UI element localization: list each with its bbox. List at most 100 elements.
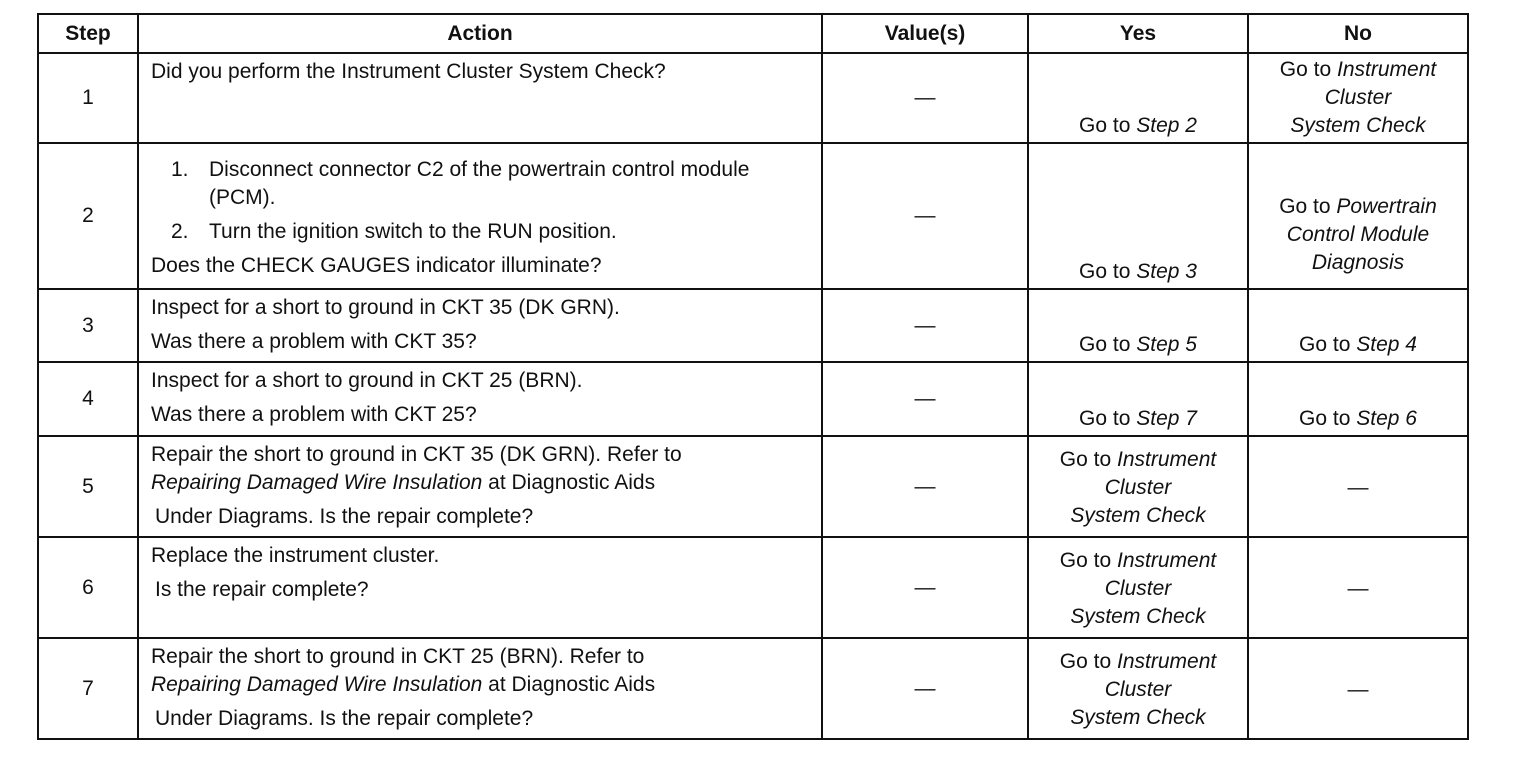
action-cell: Inspect for a short to ground in CKT 25 … <box>137 361 823 437</box>
no-prefix: Go to <box>1279 58 1332 81</box>
reference-title: Repairing Damaged Wire Insulation <box>151 673 483 696</box>
no-ref: Instrument <box>1337 58 1437 81</box>
action-text: Replace the instrument cluster. <box>151 544 440 567</box>
reference-tail: at Diagnostic Aids <box>482 471 656 494</box>
yes-ref-line2: Cluster <box>1104 576 1172 600</box>
step-number: 3 <box>37 288 139 363</box>
yes-prefix: Go to <box>1079 260 1131 283</box>
no-ref: Step 6 <box>1356 407 1417 430</box>
no-cell: Go to Step 6 <box>1247 361 1469 437</box>
no-cell: Go to Instrument Cluster System Check <box>1247 52 1469 144</box>
action-cell: Repair the short to ground in CKT 25 (BR… <box>137 637 823 740</box>
action-text: Inspect for a short to ground in CKT 25 … <box>151 369 583 392</box>
value-cell: — <box>821 637 1029 740</box>
yes-cell: Go to Step 5 <box>1027 288 1249 363</box>
reference-title: Repairing Damaged Wire Insulation <box>151 471 483 494</box>
yes-ref-line3: System Check <box>1070 705 1206 729</box>
step-number: 2 <box>37 142 139 290</box>
yes-ref: Step 5 <box>1136 333 1197 356</box>
action-cell: Did you perform the Instrument Cluster S… <box>137 52 823 144</box>
yes-ref-line3: System Check <box>1070 503 1206 527</box>
action-text-ref: Repairing Damaged Wire Insulation at Dia… <box>151 469 813 497</box>
diagnostic-table: Step Action Value(s) Yes No 1 Did you pe… <box>37 13 1469 740</box>
step-number: 1 <box>37 52 139 144</box>
no-ref-line3: System Check <box>1290 114 1426 137</box>
yes-prefix: Go to <box>1079 407 1131 430</box>
action-cell: Repair the short to ground in CKT 35 (DK… <box>137 435 823 538</box>
yes-cell: Go to Instrument Cluster System Check <box>1027 536 1249 639</box>
yes-prefix: Go to <box>1059 649 1112 673</box>
yes-prefix: Go to <box>1059 447 1112 471</box>
action-cell: Inspect for a short to ground in CKT 35 … <box>137 288 823 363</box>
yes-ref: Instrument <box>1117 548 1217 572</box>
header-action: Action <box>137 13 823 54</box>
reference-tail: at Diagnostic Aids <box>482 673 656 696</box>
action-cell: Replace the instrument cluster. Is the r… <box>137 536 823 639</box>
value-cell: — <box>821 288 1029 363</box>
list-number: 1. <box>171 158 189 181</box>
no-ref-line2: Cluster <box>1324 86 1392 109</box>
value-cell: — <box>821 361 1029 437</box>
header-row: Step Action Value(s) Yes No <box>37 13 1469 54</box>
list-text: Turn the ignition switch to the RUN posi… <box>209 220 617 243</box>
action-question: Is the repair complete? <box>155 578 369 601</box>
header-step: Step <box>37 13 139 54</box>
list-text: Disconnect connector C2 of the powertrai… <box>209 158 750 209</box>
header-yes: Yes <box>1027 13 1249 54</box>
action-text-ref: Repairing Damaged Wire Insulation at Dia… <box>151 671 813 699</box>
list-item: 1. Disconnect connector C2 of the powert… <box>151 156 813 212</box>
yes-ref: Instrument <box>1117 649 1217 673</box>
no-prefix: Go to <box>1279 195 1331 218</box>
table-row: 4 Inspect for a short to ground in CKT 2… <box>37 361 1469 437</box>
no-prefix: Go to <box>1299 333 1351 356</box>
yes-cell: Go to Step 2 <box>1027 52 1249 144</box>
table-row: 6 Replace the instrument cluster. Is the… <box>37 536 1469 639</box>
list-item: 2. Turn the ignition switch to the RUN p… <box>151 218 813 246</box>
no-cell: Go to Powertrain Control Module Diagnosi… <box>1247 142 1469 290</box>
no-prefix: Go to <box>1299 407 1351 430</box>
action-question: Does the CHECK GAUGES indicator illumina… <box>151 254 602 277</box>
yes-ref-line2: Cluster <box>1104 677 1172 701</box>
yes-ref: Step 2 <box>1136 114 1197 137</box>
yes-ref: Step 3 <box>1136 260 1197 283</box>
action-question: Under Diagrams. Is the repair complete? <box>155 505 534 528</box>
yes-prefix: Go to <box>1059 548 1112 572</box>
table-row: 7 Repair the short to ground in CKT 25 (… <box>37 637 1469 740</box>
action-question: Under Diagrams. Is the repair complete? <box>155 707 534 730</box>
no-cell: — <box>1247 637 1469 740</box>
value-cell: — <box>821 52 1029 144</box>
no-cell: Go to Step 4 <box>1247 288 1469 363</box>
yes-prefix: Go to <box>1079 333 1131 356</box>
header-no: No <box>1247 13 1469 54</box>
no-ref: Step 4 <box>1356 333 1417 356</box>
table-row: 5 Repair the short to ground in CKT 35 (… <box>37 435 1469 538</box>
no-cell: — <box>1247 536 1469 639</box>
step-number: 7 <box>37 637 139 740</box>
action-question: Was there a problem with CKT 35? <box>151 330 477 353</box>
table-row: 3 Inspect for a short to ground in CKT 3… <box>37 288 1469 363</box>
yes-ref-line3: System Check <box>1070 604 1206 628</box>
step-number: 6 <box>37 536 139 639</box>
value-cell: — <box>821 142 1029 290</box>
yes-ref: Instrument <box>1117 447 1217 471</box>
header-values: Value(s) <box>821 13 1029 54</box>
yes-cell: Go to Step 7 <box>1027 361 1249 437</box>
step-number: 4 <box>37 361 139 437</box>
action-text: Did you perform the Instrument Cluster S… <box>151 60 666 83</box>
value-cell: — <box>821 435 1029 538</box>
action-question: Was there a problem with CKT 25? <box>151 403 477 426</box>
yes-cell: Go to Instrument Cluster System Check <box>1027 637 1249 740</box>
yes-ref: Step 7 <box>1136 407 1197 430</box>
yes-cell: Go to Step 3 <box>1027 142 1249 290</box>
yes-prefix: Go to <box>1079 114 1131 137</box>
table-row: 1 Did you perform the Instrument Cluster… <box>37 52 1469 144</box>
action-text: Repair the short to ground in CKT 25 (BR… <box>151 645 645 668</box>
step-number: 5 <box>37 435 139 538</box>
action-text: Inspect for a short to ground in CKT 35 … <box>151 296 620 319</box>
action-cell: 1. Disconnect connector C2 of the powert… <box>137 142 823 290</box>
no-ref-line2: Control Module <box>1286 223 1430 246</box>
table-row: 2 1. Disconnect connector C2 of the powe… <box>37 142 1469 290</box>
yes-ref-line2: Cluster <box>1104 475 1172 499</box>
no-ref-line3: Diagnosis <box>1311 251 1405 274</box>
no-cell: — <box>1247 435 1469 538</box>
